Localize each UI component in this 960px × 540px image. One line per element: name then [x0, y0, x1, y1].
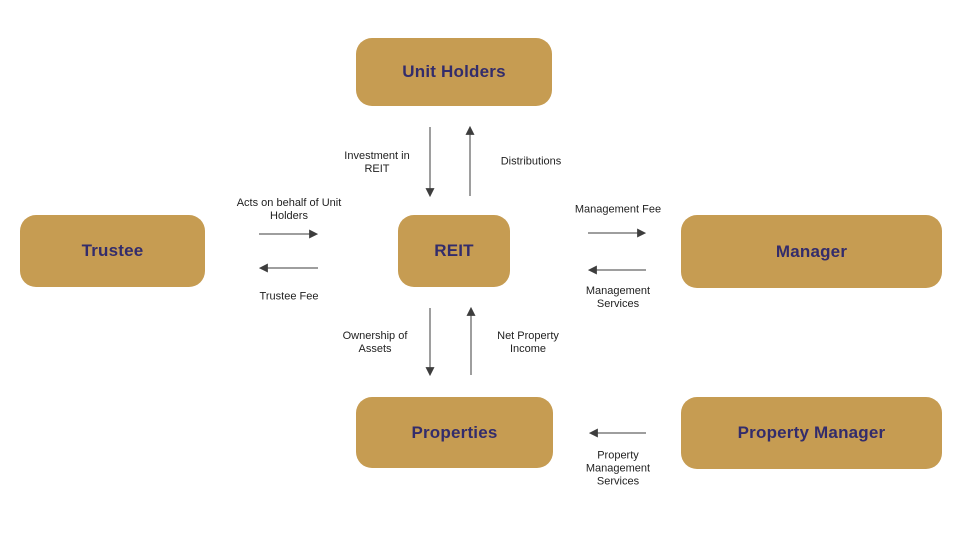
node-trustee: Trustee [20, 215, 205, 287]
node-manager: Manager [681, 215, 942, 288]
edge-label-net-property-income: Net Property Income [497, 330, 559, 355]
edge-label-distributions: Distributions [500, 155, 562, 168]
edge-label-management-services: Management Services [585, 285, 651, 310]
edge-label-management-fee: Management Fee [574, 203, 662, 216]
edge-label-acts-on-behalf: Acts on behalf of Unit Holders [236, 197, 342, 222]
edge-label-trustee-fee: Trustee Fee [259, 290, 319, 303]
node-property-manager: Property Manager [681, 397, 942, 469]
node-properties: Properties [356, 397, 553, 468]
node-reit: REIT [398, 215, 510, 287]
edge-label-ownership-of-assets: Ownership of Assets [342, 330, 408, 355]
node-unit-holders: Unit Holders [356, 38, 552, 106]
edge-label-investment-in-reit: Investment in REIT [344, 150, 410, 175]
edge-label-property-management-services: Property Management Services [585, 449, 651, 488]
